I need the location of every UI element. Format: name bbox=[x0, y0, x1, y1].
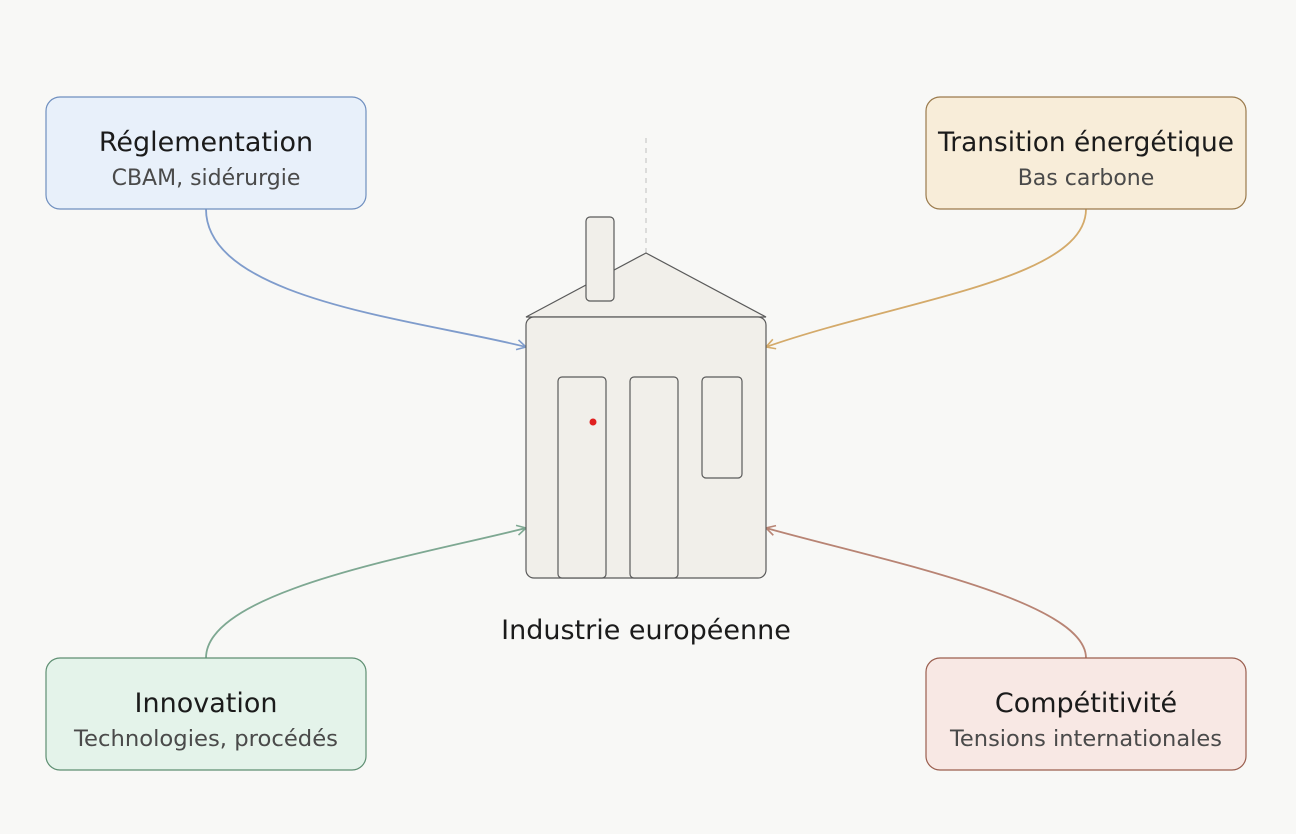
box-subtitle-innovation: Technologies, procédés bbox=[73, 727, 338, 752]
box-title-competitivite: Compétitivité bbox=[995, 688, 1177, 719]
box-title-transition-energetique: Transition énergétique bbox=[937, 127, 1234, 158]
center-label: Industrie européenne bbox=[501, 615, 791, 646]
factory-chimney bbox=[585, 216, 615, 302]
box-subtitle-reglementation: CBAM, sidérurgie bbox=[112, 166, 301, 191]
box-reglementation: Réglementation CBAM, sidérurgie bbox=[45, 96, 367, 210]
factory-window bbox=[701, 376, 743, 479]
arrow-competitivite bbox=[764, 524, 1087, 659]
box-subtitle-competitivite: Tensions internationales bbox=[949, 727, 1222, 752]
arrow-reglementation bbox=[205, 208, 528, 351]
box-title-innovation: Innovation bbox=[135, 688, 278, 719]
box-transition-energetique: Transition énergétique Bas carbone bbox=[925, 96, 1247, 210]
factory-icon bbox=[525, 138, 767, 579]
box-competitivite: Compétitivité Tensions internationales bbox=[925, 657, 1247, 771]
arrow-transition-energetique bbox=[764, 208, 1087, 350]
factory-door-left bbox=[557, 376, 607, 579]
factory-roof bbox=[525, 252, 767, 318]
box-subtitle-transition-energetique: Bas carbone bbox=[1018, 166, 1155, 191]
box-innovation: Innovation Technologies, procédés bbox=[45, 657, 367, 771]
arrow-innovation bbox=[205, 524, 528, 659]
indicator-dot bbox=[589, 418, 597, 426]
box-title-reglementation: Réglementation bbox=[99, 127, 313, 158]
factory-door-middle bbox=[629, 376, 679, 579]
